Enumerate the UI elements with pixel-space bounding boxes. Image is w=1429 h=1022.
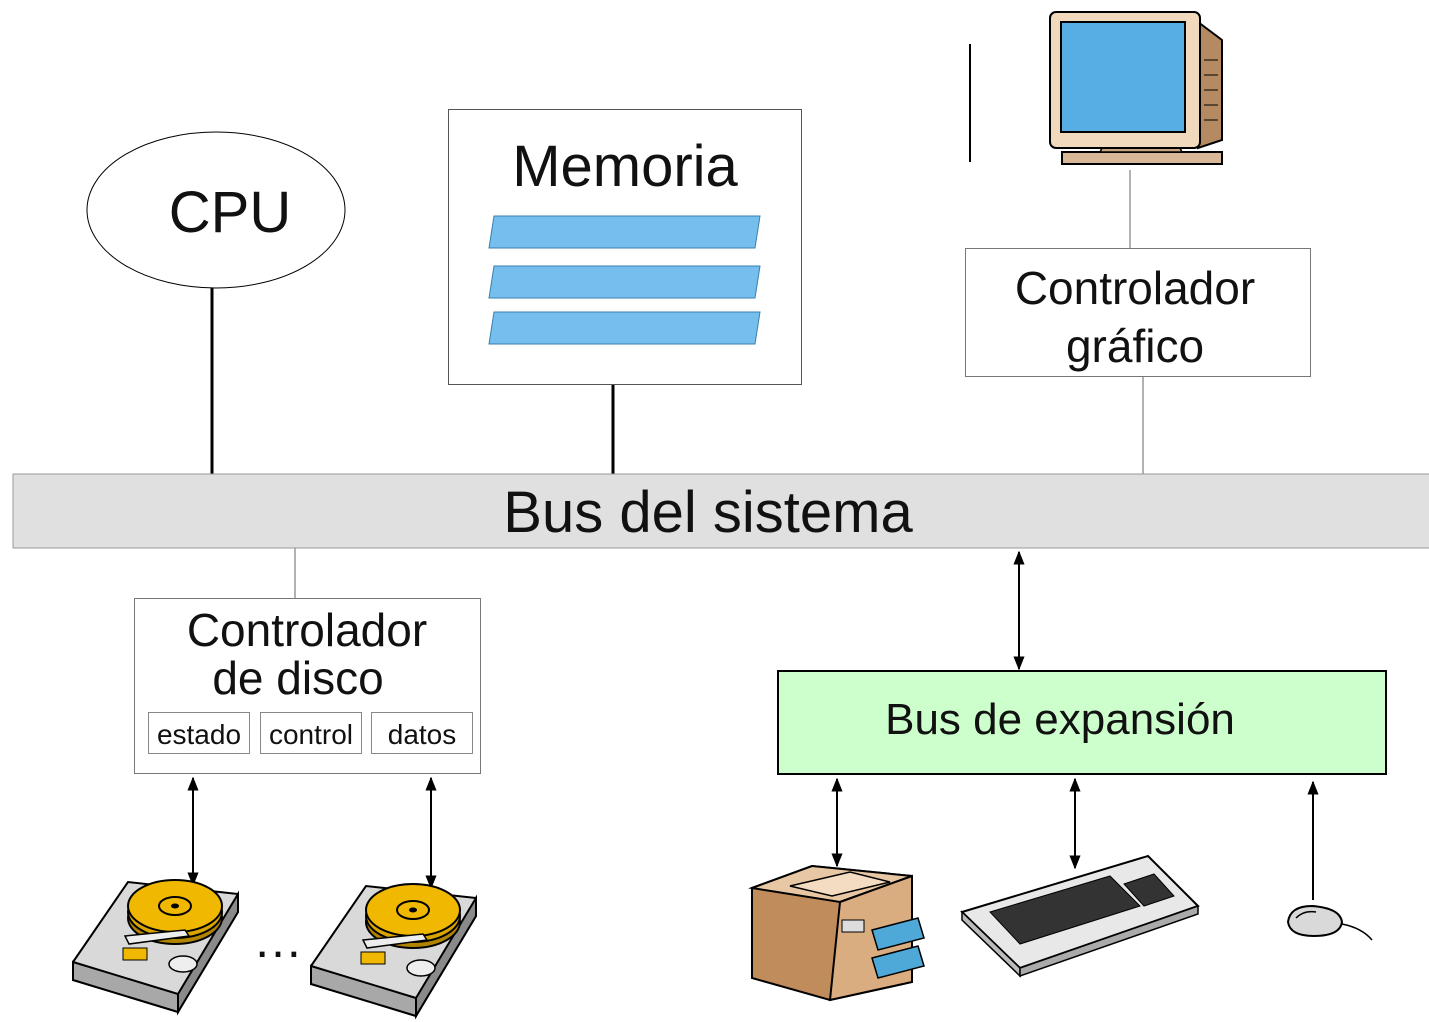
memoria-label: Memoria bbox=[512, 134, 738, 199]
memory-bar bbox=[488, 311, 761, 345]
ellipsis-label: … bbox=[253, 912, 303, 968]
controlador-grafico-label-line1: Controlador bbox=[1014, 262, 1256, 314]
hard-disk-icon bbox=[310, 883, 477, 1020]
controlador-disco-label-line1: Controlador bbox=[186, 604, 428, 656]
cpu-node bbox=[86, 131, 346, 289]
memory-bar bbox=[488, 215, 761, 249]
controlador-disco-label-line2: de disco bbox=[212, 652, 384, 704]
register-control: control bbox=[260, 712, 362, 754]
register-estado: estado bbox=[148, 712, 250, 754]
memory-bar bbox=[488, 265, 761, 299]
bus-sistema-node bbox=[12, 473, 1429, 549]
hard-disk-icon bbox=[72, 879, 239, 1016]
keyboard-icon bbox=[960, 854, 1200, 978]
mouse-icon bbox=[1286, 904, 1373, 941]
cpu-label: CPU bbox=[168, 180, 292, 245]
controlador-grafico-node bbox=[965, 248, 1311, 377]
register-datos: datos bbox=[371, 712, 473, 754]
bus-expansion-label: Bus de expansión bbox=[885, 695, 1235, 744]
controlador-grafico-label-line2: gráfico bbox=[1065, 320, 1205, 372]
monitor-icon bbox=[1049, 11, 1223, 165]
bus-sistema-label: Bus del sistema bbox=[503, 480, 913, 545]
bus-expansion-node bbox=[777, 670, 1387, 775]
printer-icon bbox=[748, 864, 925, 1002]
